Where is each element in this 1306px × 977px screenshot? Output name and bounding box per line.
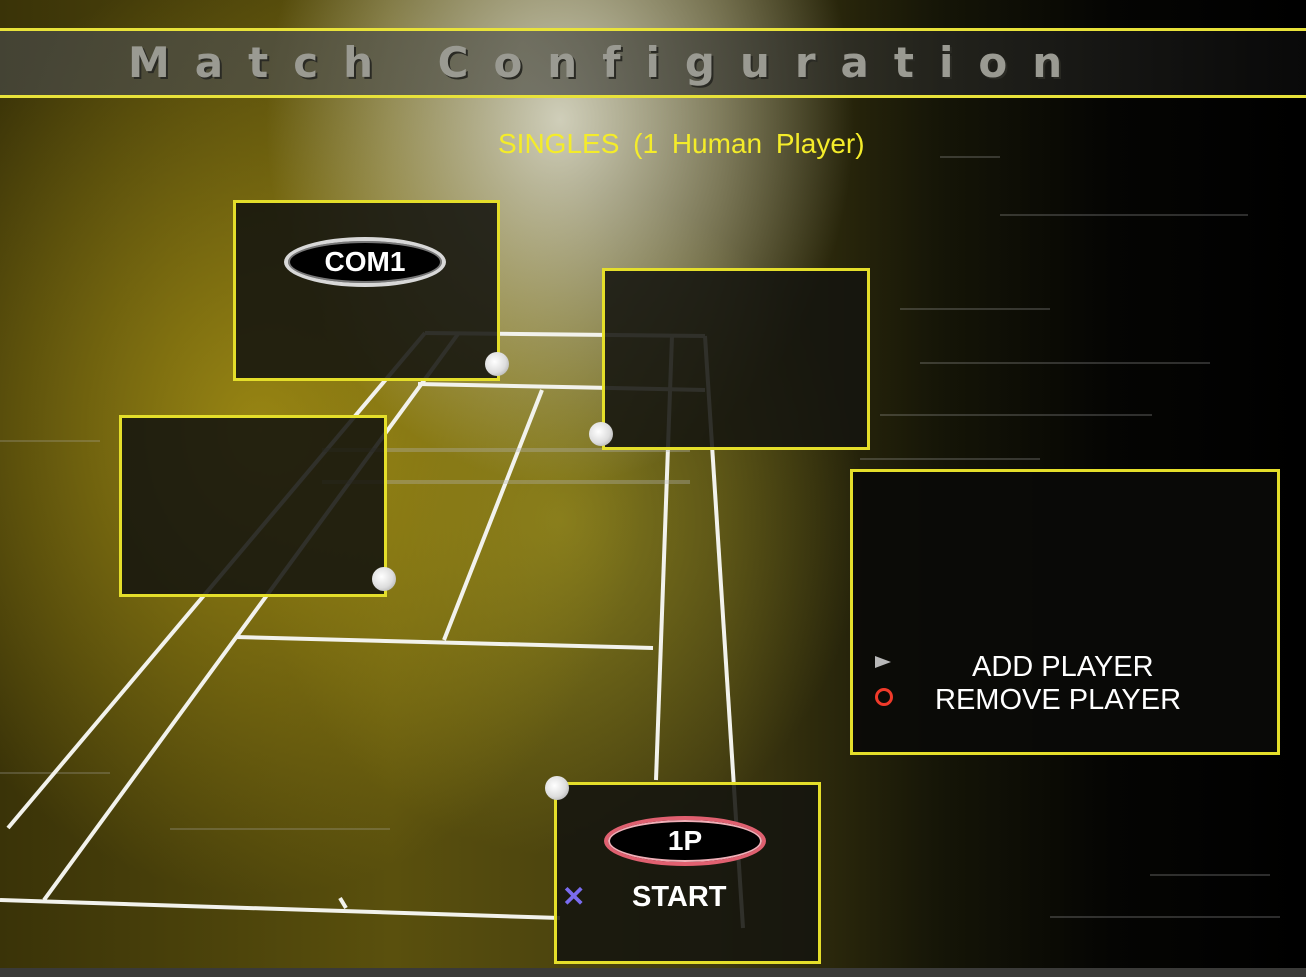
- start-label: START: [632, 881, 727, 913]
- player-slot-left[interactable]: [119, 415, 387, 597]
- tennis-ball-icon: [372, 567, 396, 591]
- court-service-line-near: [235, 635, 654, 650]
- controls-help-panel: ADD PLAYER REMOVE PLAYER: [850, 469, 1280, 755]
- light-streak: [1050, 916, 1280, 918]
- court-center-mark: [338, 896, 348, 910]
- 1p-badge: 1P: [604, 816, 766, 866]
- player-slot-top-left[interactable]: [233, 200, 500, 381]
- remove-player-label: REMOVE PLAYER: [935, 684, 1182, 716]
- player-slot-top-right[interactable]: [602, 268, 870, 450]
- light-streak: [1000, 214, 1248, 216]
- header-band: [0, 28, 1306, 98]
- light-streak: [170, 828, 390, 830]
- player-slot-bottom[interactable]: [554, 782, 821, 964]
- com1-badge: COM1: [284, 237, 446, 287]
- tennis-ball-icon: [589, 422, 613, 446]
- light-streak: [0, 440, 100, 442]
- light-streak: [860, 458, 1040, 460]
- light-streak: [1150, 874, 1270, 876]
- court-baseline-near: [0, 898, 561, 920]
- light-streak: [900, 308, 1050, 310]
- court-sideline-left-inner: [42, 332, 460, 902]
- court-center-service-line: [442, 389, 544, 641]
- cross-button-icon: ✕: [562, 881, 586, 912]
- bottom-bar: [0, 968, 1306, 977]
- add-player-label: ADD PLAYER: [972, 651, 1154, 683]
- light-streak: [880, 414, 1152, 416]
- mode-label: SINGLES (1 Human Player): [498, 128, 865, 159]
- page-title: Match Configuration: [128, 38, 1088, 87]
- triangle-button-icon: [875, 656, 891, 668]
- court-net-shadow: [322, 480, 690, 484]
- circle-button-icon: [875, 688, 893, 706]
- court-net: [322, 448, 690, 452]
- light-streak: [920, 362, 1210, 364]
- tennis-ball-icon: [545, 776, 569, 800]
- light-streak: [940, 156, 1000, 158]
- tennis-ball-icon: [485, 352, 509, 376]
